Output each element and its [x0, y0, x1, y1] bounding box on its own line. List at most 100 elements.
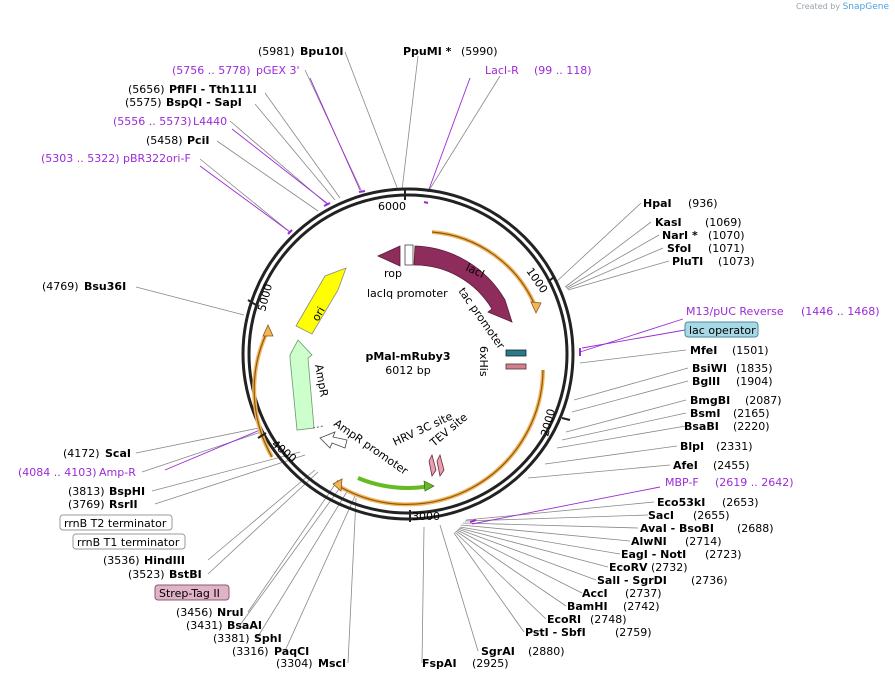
primer-pgex3[interactable]: pGEX 3'	[256, 64, 300, 77]
site-sgrai[interactable]: SgrAI	[481, 645, 515, 658]
site-pos-bpu10i[interactable]: (5981)	[258, 45, 295, 58]
his6-feature-b[interactable]	[505, 363, 527, 370]
site-pos-bsphi[interactable]: (3813)	[68, 485, 105, 498]
site-pos-nrui[interactable]: (3456)	[176, 606, 213, 619]
site-pos-bspqi[interactable]: (5575)	[125, 96, 162, 109]
site-pos-pcii[interactable]: (5458)	[146, 134, 183, 147]
site-bspqi-sapi[interactable]: BspQI - SapI	[166, 96, 242, 109]
site-pos-blpi[interactable]: (2331)	[716, 440, 753, 453]
primer-pbr322ori-f[interactable]: pBR322ori-F	[123, 152, 191, 165]
site-bstbi[interactable]: BstBI	[169, 568, 202, 581]
site-fspai[interactable]: FspAI	[422, 657, 457, 670]
site-eco53ki[interactable]: Eco53kI	[657, 496, 705, 509]
site-pos-avai-bsobi[interactable]: (2688)	[737, 522, 774, 535]
site-sali-sgrdi[interactable]: SalI - SgrDI	[597, 574, 667, 587]
site-mfei[interactable]: MfeI	[690, 344, 717, 357]
primer-mbp-f[interactable]: MBP-F	[665, 476, 699, 489]
ori-feature[interactable]	[295, 267, 347, 335]
site-pos-bsaai[interactable]: (3431)	[186, 619, 223, 632]
his6-feature[interactable]	[505, 349, 527, 357]
site-pos-sgrai[interactable]: (2880)	[528, 645, 565, 658]
site-paqci[interactable]: PaqCI	[274, 645, 309, 658]
site-pos-fspai[interactable]: (2925)	[472, 657, 509, 670]
site-psti-sbfi[interactable]: PstI - SbfI	[525, 626, 586, 639]
site-pos-paqci[interactable]: (3316)	[232, 645, 269, 658]
site-ecori[interactable]: EcoRI	[547, 613, 581, 626]
laciq-promoter-feature[interactable]	[404, 244, 414, 266]
site-pos-afei[interactable]: (2455)	[713, 459, 750, 472]
site-bsphi[interactable]: BspHI	[109, 485, 145, 498]
site-msci[interactable]: MscI	[318, 657, 346, 670]
site-saci[interactable]: SacI	[648, 509, 674, 522]
rop-feature[interactable]	[377, 245, 401, 267]
site-pos-psti-sbfi[interactable]: (2759)	[615, 626, 652, 639]
site-rsrii[interactable]: RsrII	[109, 498, 138, 511]
site-pos-sali-sgrdi[interactable]: (2736)	[691, 574, 728, 587]
site-pcii[interactable]: PciI	[187, 134, 209, 147]
rrnb-t2-box[interactable]	[59, 514, 173, 531]
site-pos-msci[interactable]: (3304)	[276, 657, 313, 670]
site-pos-bsiwi[interactable]: (1835)	[736, 362, 773, 375]
site-pos-pflfi[interactable]: (5656)	[128, 83, 165, 96]
primer-pos-m13-puc-reverse[interactable]: (1446 .. 1468)	[801, 305, 880, 318]
site-bsu36i[interactable]: Bsu36I	[84, 280, 126, 293]
site-pos-eagi-noti[interactable]: (2723)	[705, 548, 742, 561]
site-pflfi-tth111i[interactable]: PflFI - Tth111I	[169, 83, 257, 96]
site-scai[interactable]: ScaI	[105, 447, 131, 460]
primer-pos-mbp-f[interactable]: (2619 .. 2642)	[715, 476, 794, 489]
site-afei[interactable]: AfeI	[673, 459, 698, 472]
site-ecorv[interactable]: EcoRV	[609, 561, 648, 574]
site-pos-ecori[interactable]: (2748)	[590, 613, 627, 626]
site-pos-saci[interactable]: (2655)	[693, 509, 730, 522]
primer-amp-r[interactable]: Amp-R	[99, 466, 136, 479]
site-nrui[interactable]: NruI	[217, 606, 244, 619]
site-pos-hindiii[interactable]: (3536)	[103, 554, 140, 567]
site-sfoi[interactable]: SfoI	[667, 242, 691, 255]
site-eagi-noti[interactable]: EagI - NotI	[621, 548, 686, 561]
ampr-feature[interactable]	[289, 339, 315, 431]
site-nari-[interactable]: NarI *	[662, 229, 698, 242]
site-acci[interactable]: AccI	[582, 587, 608, 600]
tev-site-feature[interactable]	[436, 453, 445, 478]
primer-l4440[interactable]: L4440	[193, 115, 227, 128]
primer-m13-puc-reverse[interactable]: M13/pUC Reverse	[686, 305, 784, 318]
ampr-promoter-feature[interactable]	[319, 431, 348, 449]
site-pos-nari-[interactable]: (1070)	[708, 229, 745, 242]
hrv-site-feature[interactable]	[428, 453, 437, 478]
site-pos-sphi[interactable]: (3381)	[213, 632, 250, 645]
strep-tag-box[interactable]	[154, 584, 230, 601]
site-pos-rsrii[interactable]: (3769)	[68, 498, 105, 511]
site-pos-bsabi[interactable]: (2220)	[733, 420, 770, 433]
site-pos-bstbi[interactable]: (3523)	[128, 568, 165, 581]
site-bsabi[interactable]: BsaBI	[684, 420, 719, 433]
site-pos-sfoi[interactable]: (1071)	[708, 242, 745, 255]
site-pos-mfei[interactable]: (1501)	[732, 344, 769, 357]
site-bglii[interactable]: BglII	[692, 375, 720, 388]
site-alwni[interactable]: AlwNI	[631, 535, 667, 548]
site-hpai[interactable]: HpaI	[643, 197, 672, 210]
site-hindiii[interactable]: HindIII	[144, 554, 185, 567]
site-ppumi[interactable]: PpuMI *	[403, 45, 452, 58]
primer-pos-pgex3[interactable]: (5756 .. 5778)	[172, 64, 251, 77]
site-blpi[interactable]: BlpI	[680, 440, 704, 453]
site-avai-bsobi[interactable]: AvaI - BsoBI	[640, 522, 714, 535]
primer-pos-pbr322ori-f[interactable]: (5303 .. 5322)	[41, 152, 120, 165]
site-pos-bmgbi[interactable]: (2087)	[745, 394, 782, 407]
laci-feature[interactable]	[413, 245, 513, 323]
site-pos-alwni[interactable]: (2714)	[685, 535, 722, 548]
site-pos-ecorv[interactable]: (2732)	[651, 561, 688, 574]
site-bmgbi[interactable]: BmgBI	[690, 394, 730, 407]
site-pos-hpai[interactable]: (936)	[688, 197, 718, 210]
site-bsiwi[interactable]: BsiWI	[692, 362, 727, 375]
rrnb-t1-box[interactable]	[72, 533, 186, 550]
site-pos-kasi[interactable]: (1069)	[705, 216, 742, 229]
site-bpu10i[interactable]: Bpu10I	[300, 45, 344, 58]
site-pos-eco53ki[interactable]: (2653)	[722, 496, 759, 509]
site-bsmi[interactable]: BsmI	[690, 407, 721, 420]
site-pos-bsu36i[interactable]: (4769)	[42, 280, 79, 293]
site-pos-ppumi[interactable]: (5990)	[461, 45, 498, 58]
site-kasi[interactable]: KasI	[655, 216, 682, 229]
site-pos-scai[interactable]: (4172)	[63, 447, 100, 460]
site-pos-bamhi[interactable]: (2742)	[623, 600, 660, 613]
primer-pos-laci-r[interactable]: (99 .. 118)	[534, 64, 592, 77]
